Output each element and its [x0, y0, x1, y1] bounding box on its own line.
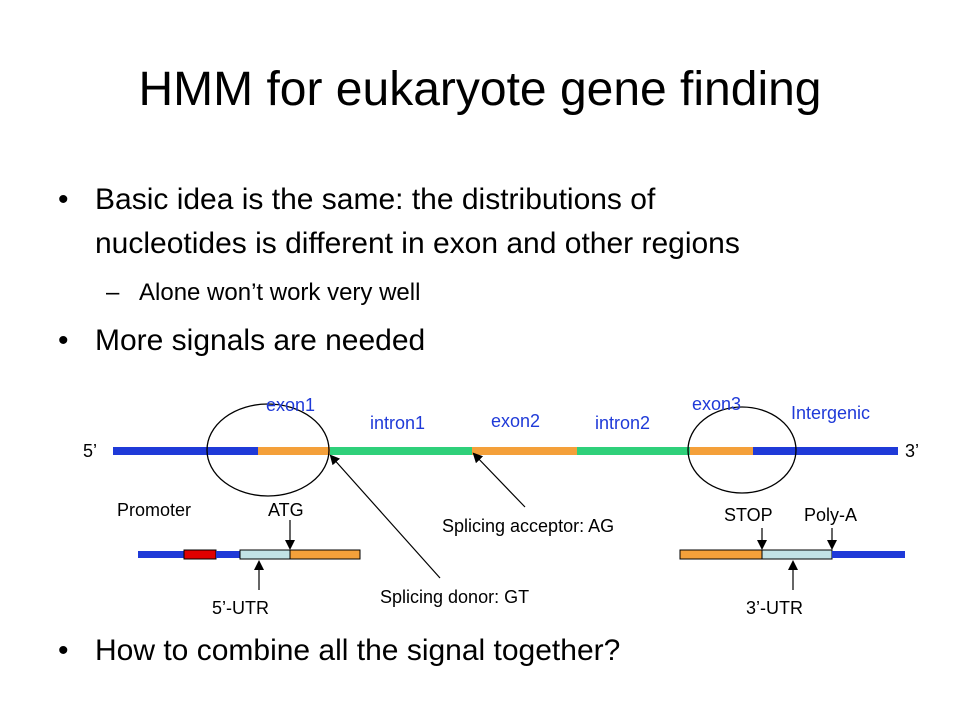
- bullet-glyph: •: [58, 183, 69, 216]
- segment-exon1: [258, 447, 330, 455]
- promoter-block: [183, 549, 217, 560]
- label-promoter: Promoter: [117, 500, 192, 520]
- left-detail-intergenic-2: [216, 551, 240, 558]
- right-detail-exon: [679, 549, 763, 560]
- label-exon3: exon3: [692, 394, 742, 414]
- label-5-utr: 5’-UTR: [212, 598, 269, 618]
- splicing-donor-arrow: [329, 454, 441, 579]
- sub-bullet-text: Alone won’t work very well: [139, 279, 421, 306]
- splicing-acceptor-arrow: [472, 452, 526, 508]
- zoom-ellipse-left: [206, 403, 330, 497]
- bullet-text-line2: nucleotides is different in exon and oth…: [95, 227, 740, 260]
- zoom-ellipse-right: [687, 406, 797, 494]
- utr5-block: [239, 549, 291, 560]
- label-5-prime: 5’: [83, 441, 98, 461]
- label-exon2: exon2: [491, 411, 541, 431]
- utr3-block: [761, 549, 833, 560]
- label-splicing-acceptor: Splicing acceptor: AG: [442, 516, 615, 536]
- segment-intron1: [330, 447, 472, 455]
- segment-exon3: [690, 447, 753, 455]
- label-intron1: intron1: [370, 413, 426, 433]
- label-splicing-donor: Splicing donor: GT: [380, 587, 530, 607]
- bullet-glyph: •: [58, 634, 69, 667]
- label-poly-a: Poly-A: [804, 505, 858, 525]
- label-exon1: exon1: [266, 395, 316, 415]
- bullet-text: How to combine all the signal together?: [95, 634, 621, 667]
- label-3-utr: 3’-UTR: [746, 598, 803, 618]
- right-detail-intergenic: [832, 551, 905, 558]
- bullet-text-line1: Basic idea is the same: the distribution…: [95, 183, 656, 216]
- left-detail-intergenic: [138, 551, 184, 558]
- segment-exon2: [472, 447, 577, 455]
- left-detail-exon: [289, 549, 361, 560]
- dash-glyph: –: [106, 279, 120, 306]
- label-atg: ATG: [268, 500, 304, 520]
- label-intergenic: Intergenic: [791, 403, 871, 423]
- label-intron2: intron2: [595, 413, 651, 433]
- bullet-text: More signals are needed: [95, 324, 426, 357]
- label-3-prime: 3’: [905, 441, 920, 461]
- label-stop: STOP: [724, 505, 773, 525]
- segment-intergenic-right: [753, 447, 898, 455]
- slide-title: HMM for eukaryote gene finding: [138, 63, 822, 116]
- segment-intron2: [577, 447, 690, 455]
- bullet-glyph: •: [58, 324, 69, 357]
- segment-intergenic-left: [113, 447, 258, 455]
